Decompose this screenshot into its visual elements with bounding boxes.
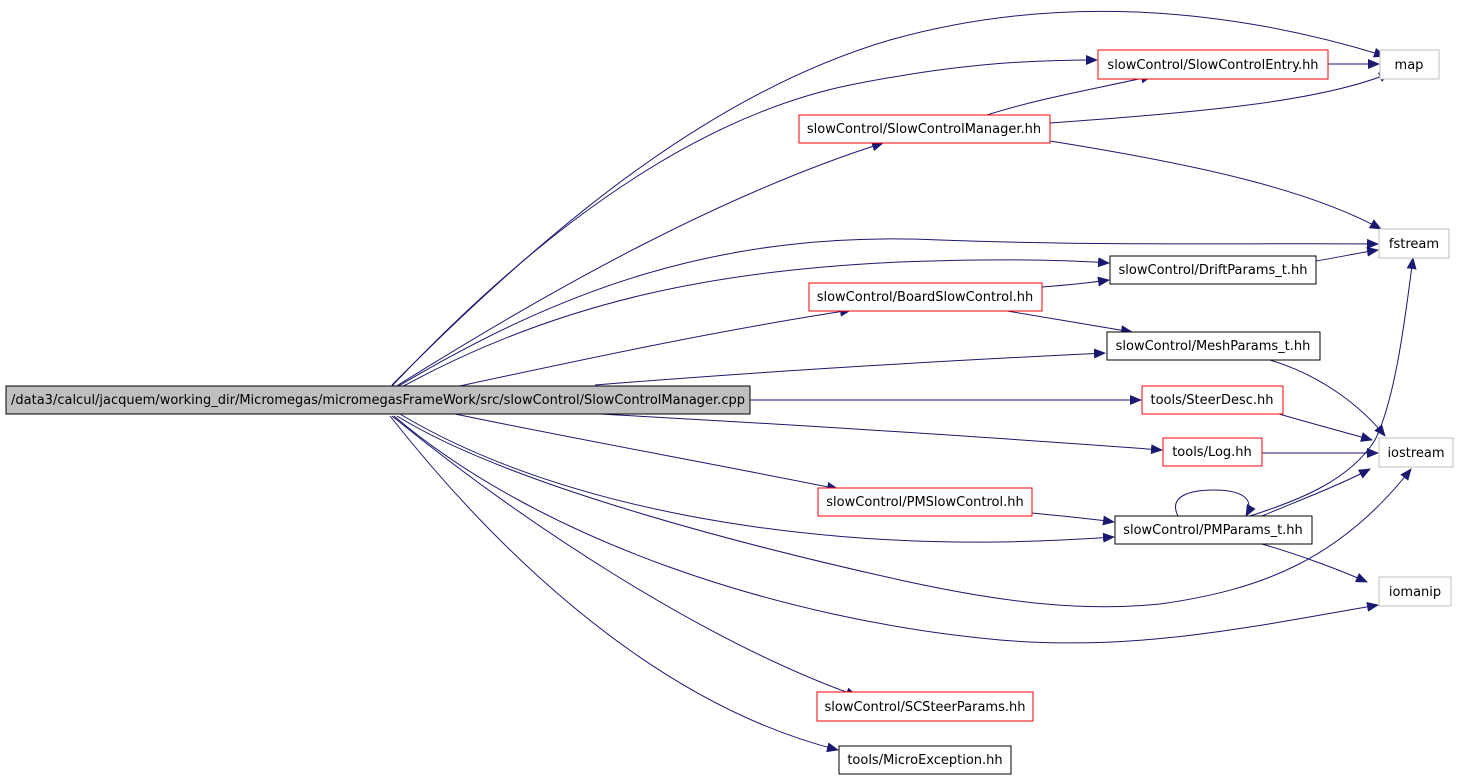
edge-root-to-map bbox=[391, 10, 1386, 386]
node-box bbox=[817, 487, 1033, 517]
node-box bbox=[1097, 49, 1329, 80]
node-meshparams-t-hh[interactable]: slowControl/MeshParams_t.hh bbox=[1106, 331, 1321, 361]
node-box bbox=[5, 385, 751, 415]
edge-root-to-pmslowcontrol bbox=[454, 413, 839, 492]
node-label: slowControl/SlowControlEntry.hh bbox=[1107, 58, 1318, 73]
edge-slowcontrolmanager-to-map bbox=[1049, 72, 1391, 124]
edge-root-to-fstream bbox=[396, 238, 1379, 388]
node-label: slowControl/PMSlowControl.hh bbox=[826, 495, 1023, 510]
node-log-hh[interactable]: tools/Log.hh bbox=[1162, 437, 1263, 467]
edge-pmparams-self-loop bbox=[1175, 489, 1256, 517]
node-box bbox=[1378, 228, 1450, 259]
node-pmparams-t-hh[interactable]: slowControl/PMParams_t.hh bbox=[1114, 515, 1313, 545]
node-box bbox=[1106, 331, 1321, 361]
edge-root-to-driftparams bbox=[399, 257, 1110, 389]
node-box bbox=[798, 114, 1051, 144]
edge-slowcontrolmanager-to-fstream bbox=[1049, 140, 1382, 230]
node-label: iomanip bbox=[1389, 585, 1441, 600]
node-label: slowControl/PMParams_t.hh bbox=[1123, 523, 1303, 538]
node-label: tools/SteerDesc.hh bbox=[1151, 393, 1274, 408]
node-label: fstream bbox=[1389, 237, 1439, 252]
edge-root-to-pmparams bbox=[399, 413, 1115, 543]
node-box bbox=[1109, 255, 1317, 285]
node-box bbox=[1378, 437, 1454, 468]
node-box bbox=[1378, 576, 1452, 607]
node-label: map bbox=[1395, 58, 1424, 73]
node-label: slowControl/BoardSlowControl.hh bbox=[817, 290, 1034, 305]
node-label: slowControl/SlowControlManager.hh bbox=[807, 122, 1041, 137]
nodes-layer: /data3/calcul/jacquem/working_dir/Microm… bbox=[5, 49, 1454, 775]
node-microexception-hh[interactable]: tools/MicroException.hh bbox=[838, 745, 1012, 775]
node-scsteerparams-hh[interactable]: slowControl/SCSteerParams.hh bbox=[816, 691, 1034, 722]
node-fstream[interactable]: fstream bbox=[1378, 228, 1450, 259]
node-label: tools/MicroException.hh bbox=[847, 753, 1002, 768]
node-box bbox=[1162, 437, 1263, 467]
edge-boardslowcontrol-to-driftparams bbox=[1041, 276, 1110, 288]
edge-boardslowcontrol-to-meshparams bbox=[1006, 310, 1133, 336]
edge-steerdesc-to-iostream bbox=[1278, 413, 1373, 442]
node-slowcontrolentry-hh[interactable]: slowControl/SlowControlEntry.hh bbox=[1097, 49, 1329, 80]
edge-root-to-iostream bbox=[396, 415, 1412, 608]
node-label: tools/Log.hh bbox=[1172, 445, 1252, 460]
node-slowcontrolmanager-cpp[interactable]: /data3/calcul/jacquem/working_dir/Microm… bbox=[5, 385, 751, 415]
edge-pmslowcontrol-to-pmparams bbox=[1031, 512, 1115, 526]
edge-root-to-meshparams bbox=[594, 348, 1106, 386]
node-box bbox=[838, 745, 1012, 775]
node-pmslowcontrol-hh[interactable]: slowControl/PMSlowControl.hh bbox=[817, 487, 1033, 517]
node-box bbox=[1141, 385, 1284, 415]
edge-pmparams-to-iomanip bbox=[1261, 543, 1368, 583]
edge-root-to-slowcontrolmanager bbox=[394, 141, 884, 388]
edge-root-to-scsteerparams bbox=[391, 415, 858, 698]
edge-driftparams-to-fstream bbox=[1315, 246, 1379, 262]
node-map[interactable]: map bbox=[1379, 49, 1440, 80]
node-boardslowcontrol-hh[interactable]: slowControl/BoardSlowControl.hh bbox=[808, 282, 1043, 312]
node-label: slowControl/SCSteerParams.hh bbox=[825, 700, 1026, 715]
edge-meshparams-to-iostream bbox=[1269, 359, 1386, 437]
edge-pmparams-to-fstream bbox=[1249, 257, 1417, 517]
node-box bbox=[1379, 49, 1440, 80]
node-label: iostream bbox=[1387, 446, 1444, 461]
node-box bbox=[816, 691, 1034, 722]
edge-slowcontrolmanager-to-slowcontrolentry bbox=[986, 73, 1153, 116]
node-iostream[interactable]: iostream bbox=[1378, 437, 1454, 468]
edges-layer bbox=[389, 10, 1417, 753]
node-steerdesc-hh[interactable]: tools/SteerDesc.hh bbox=[1141, 385, 1284, 415]
node-label: slowControl/DriftParams_t.hh bbox=[1119, 263, 1308, 278]
edge-pmparams-to-iostream bbox=[1261, 468, 1371, 517]
edge-root-to-boardslowcontrol bbox=[454, 306, 852, 388]
node-iomanip[interactable]: iomanip bbox=[1378, 576, 1452, 607]
node-box bbox=[1114, 515, 1313, 545]
node-box bbox=[808, 282, 1043, 312]
node-label: /data3/calcul/jacquem/working_dir/Microm… bbox=[11, 393, 745, 408]
node-slowcontrolmanager-hh[interactable]: slowControl/SlowControlManager.hh bbox=[798, 114, 1051, 144]
edge-root-to-microexception bbox=[389, 415, 839, 753]
edge-root-to-log bbox=[599, 413, 1163, 455]
node-label: slowControl/MeshParams_t.hh bbox=[1116, 339, 1311, 354]
node-driftparams-t-hh[interactable]: slowControl/DriftParams_t.hh bbox=[1109, 255, 1317, 285]
edge-root-to-slowcontrolentry bbox=[391, 55, 1098, 387]
edge-root-to-iomanip bbox=[393, 415, 1379, 644]
